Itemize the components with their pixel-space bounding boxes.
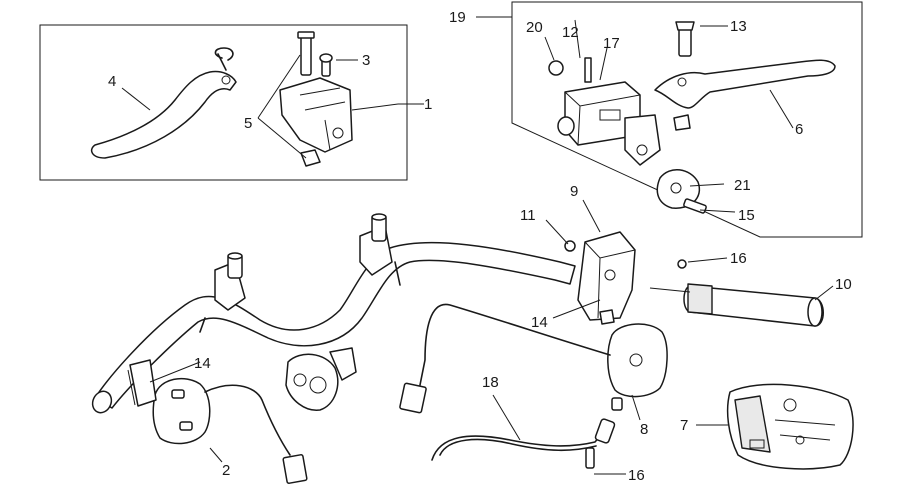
right-master-cylinder-group-box (511, 1, 863, 238)
left-switch-assembly (127, 359, 308, 484)
right-switch-bracket (564, 231, 636, 325)
left-lever-group-box (39, 24, 408, 181)
callout-3: 3 (362, 52, 370, 69)
callout-4: 4 (108, 73, 116, 90)
left-lever-bracket (279, 31, 353, 167)
callout-1: 1 (424, 96, 432, 113)
callout-20: 20 (526, 19, 543, 36)
throttle-grip (649, 259, 824, 327)
left-lever (90, 47, 237, 159)
right-switch-assembly (399, 303, 668, 469)
callout-11: 11 (520, 207, 536, 224)
callout-12: 12 (562, 24, 579, 41)
callout-10: 10 (835, 276, 852, 293)
switch-cover (726, 383, 854, 470)
right-lever (654, 21, 836, 131)
callout-21: 21 (734, 177, 751, 194)
leader-lines (121, 16, 834, 475)
callout-6: 6 (795, 121, 803, 138)
callout-7: 7 (680, 417, 688, 434)
right-lever-clamp (656, 169, 707, 214)
callout-2: 2 (222, 462, 230, 479)
callout-9: 9 (570, 183, 578, 200)
callout-8: 8 (640, 421, 648, 438)
callout-15: 15 (738, 207, 755, 224)
callout-19: 19 (449, 9, 466, 26)
master-cylinder (548, 57, 661, 166)
handlebar (91, 213, 576, 414)
callout-17: 17 (603, 35, 620, 52)
callout-14-left: 14 (194, 355, 211, 372)
callout-18: 18 (482, 374, 499, 391)
callout-5: 5 (244, 115, 252, 132)
callout-13: 13 (730, 18, 747, 35)
callout-16-top: 16 (730, 250, 747, 267)
callout-16-bottom: 16 (628, 467, 645, 484)
callout-14-right: 14 (531, 314, 548, 331)
callout-labels: 1 2 3 4 5 6 7 8 9 10 11 12 13 14 14 15 1… (108, 9, 852, 484)
